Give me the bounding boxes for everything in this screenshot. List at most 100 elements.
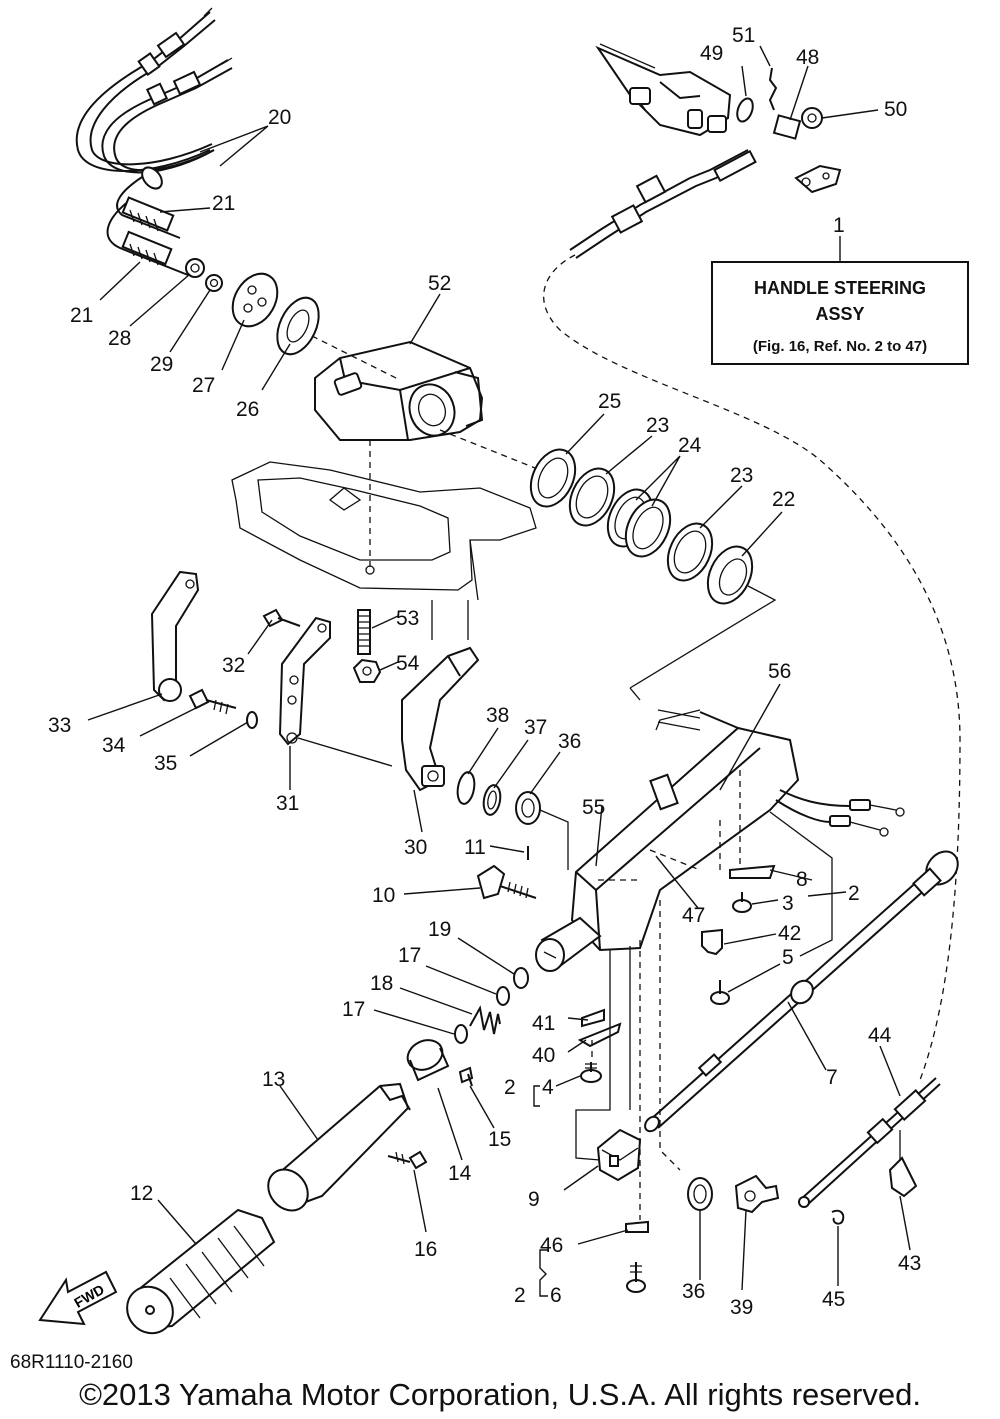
callout-33: 33 <box>48 714 71 737</box>
callout-17a: 17 <box>398 944 421 967</box>
callout-51: 51 <box>732 24 755 47</box>
screw-4[interactable] <box>580 1062 602 1083</box>
grip-12[interactable] <box>118 1208 276 1343</box>
washer-25[interactable] <box>522 442 584 513</box>
washer-37[interactable] <box>482 784 503 816</box>
bolt-32[interactable] <box>262 608 301 628</box>
clamp-43[interactable] <box>888 1130 918 1198</box>
washer-49[interactable] <box>734 96 755 123</box>
callout-55: 55 <box>582 796 605 819</box>
link-31[interactable] <box>278 616 331 746</box>
callout-53: 53 <box>396 607 419 630</box>
cap-14[interactable] <box>403 1035 450 1082</box>
screw-15[interactable] <box>458 1066 474 1087</box>
washer-19[interactable] <box>513 967 529 989</box>
screw-16[interactable] <box>387 1150 428 1170</box>
stud-53[interactable] <box>357 609 371 655</box>
washer-23a[interactable] <box>561 461 623 532</box>
cable-7[interactable] <box>642 845 964 1134</box>
callout-19: 19 <box>428 918 451 941</box>
callout-12: 12 <box>130 1182 153 1205</box>
callout-6: 6 <box>550 1284 562 1307</box>
plate-41[interactable] <box>581 1008 605 1028</box>
clip-42[interactable] <box>701 928 723 956</box>
callout-17b: 17 <box>342 998 365 1021</box>
bushings-24[interactable] <box>599 482 679 563</box>
bolt-34[interactable] <box>188 688 237 715</box>
cable-44[interactable] <box>798 1077 941 1208</box>
shift-cable-rod[interactable] <box>543 149 961 1081</box>
callouts: 1 20 21 21 28 29 27 26 52 51 49 48 50 25… <box>48 24 921 1319</box>
leader-lines <box>87 45 911 1297</box>
part-39[interactable] <box>734 1174 780 1214</box>
guide-lines <box>575 900 681 1220</box>
figure-code: 68R1110-2160 <box>10 1352 133 1373</box>
cover-52[interactable] <box>311 335 484 442</box>
callout-42: 42 <box>778 922 801 945</box>
joint-48[interactable] <box>772 114 802 140</box>
callout-54: 54 <box>396 652 420 675</box>
throttle-shaft-13[interactable] <box>260 1082 411 1218</box>
callout-22: 22 <box>772 488 795 511</box>
cable-ends-21[interactable] <box>106 164 189 276</box>
grommet-27[interactable] <box>224 266 287 334</box>
callout-50: 50 <box>884 98 907 121</box>
nut-54[interactable] <box>352 658 382 683</box>
callout-18: 18 <box>370 972 393 995</box>
spring-18[interactable] <box>469 1005 501 1035</box>
washer-35[interactable] <box>246 711 258 729</box>
bush-22[interactable] <box>629 539 777 689</box>
bracket-top[interactable] <box>794 164 842 194</box>
nut-50[interactable] <box>801 107 823 129</box>
bush-36b[interactable] <box>687 1177 713 1211</box>
throttle-cables-20[interactable] <box>75 7 233 174</box>
washer-38[interactable] <box>455 771 476 805</box>
plate-8[interactable] <box>729 864 776 879</box>
assy-box-line3: (Fig. 16, Ref. No. 2 to 47) <box>753 338 927 355</box>
washer-17b[interactable] <box>454 1024 468 1044</box>
callout-36b: 36 <box>682 1280 705 1303</box>
clip-45[interactable] <box>831 1209 845 1225</box>
callout-28: 28 <box>108 327 131 350</box>
lever-assembly[interactable] <box>595 43 732 137</box>
clip-51[interactable] <box>768 67 778 111</box>
washer-17a[interactable] <box>496 986 510 1006</box>
callout-43: 43 <box>898 1252 921 1275</box>
callout-44: 44 <box>868 1024 892 1047</box>
copyright-notice: ©2013 Yamaha Motor Corporation, U.S.A. A… <box>79 1377 921 1412</box>
callout-2c: 2 <box>514 1284 526 1307</box>
callout-32: 32 <box>222 654 245 677</box>
fwd-arrow-icon: FWD <box>38 1270 118 1326</box>
link-33[interactable] <box>150 570 200 702</box>
callout-13: 13 <box>262 1068 285 1091</box>
callout-26: 26 <box>236 398 259 421</box>
nuts-28-29[interactable] <box>185 258 223 292</box>
mounting-bracket <box>231 429 541 640</box>
screw-3[interactable] <box>732 892 752 913</box>
callout-1: 1 <box>833 214 845 237</box>
callout-52: 52 <box>428 272 451 295</box>
screw-5[interactable] <box>710 980 730 1005</box>
switch-9[interactable] <box>596 1128 642 1182</box>
screw-6[interactable] <box>626 1262 646 1293</box>
callout-14: 14 <box>448 1162 472 1185</box>
throttle-lever-30[interactable] <box>297 646 480 792</box>
steering-handle-body[interactable] <box>570 687 905 957</box>
callout-47: 47 <box>682 904 705 927</box>
callout-34: 34 <box>102 734 126 757</box>
assy-box-line2: ASSY <box>815 304 864 324</box>
callout-8: 8 <box>796 868 808 891</box>
callout-16: 16 <box>414 1238 437 1261</box>
callout-38: 38 <box>486 704 509 727</box>
callout-27: 27 <box>192 374 215 397</box>
seal-26[interactable] <box>269 291 327 361</box>
plate-40[interactable] <box>577 1022 622 1048</box>
knob-10[interactable] <box>476 864 537 900</box>
callout-39: 39 <box>730 1296 753 1319</box>
bush-36a[interactable] <box>515 791 569 870</box>
callout-2b: 2 <box>504 1076 516 1099</box>
callout-41: 41 <box>532 1012 555 1035</box>
shaft-end[interactable] <box>535 916 602 972</box>
plate-46[interactable] <box>625 1220 649 1233</box>
callout-7: 7 <box>826 1066 838 1089</box>
